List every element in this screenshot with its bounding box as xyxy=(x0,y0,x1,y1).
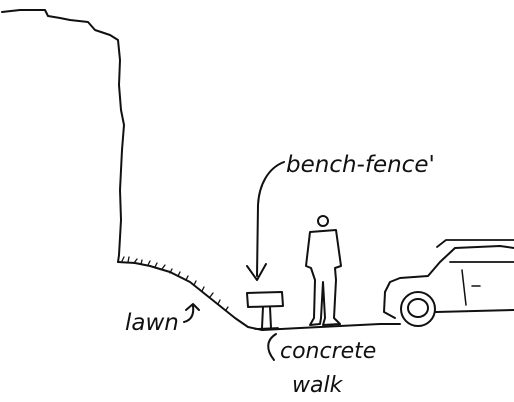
cliff-outline xyxy=(1,9,125,263)
parked-car xyxy=(383,239,514,327)
lawn-slope xyxy=(117,261,263,331)
bench-fence-arrowhead xyxy=(246,263,267,281)
bench-fence xyxy=(246,291,284,330)
bench-fence-label: bench-fence' xyxy=(286,152,435,178)
lawn-arrowhead xyxy=(185,303,200,311)
lawn-label: lawn xyxy=(125,310,179,336)
lawn-arrow xyxy=(183,305,195,323)
grass-texture xyxy=(121,256,229,311)
concrete-hook xyxy=(267,333,277,361)
walk-label: walk xyxy=(292,373,344,398)
concrete-label: concrete xyxy=(280,339,376,364)
concrete-walk xyxy=(261,323,401,331)
bench-fence-leader xyxy=(256,161,285,277)
human-figure xyxy=(305,215,342,326)
